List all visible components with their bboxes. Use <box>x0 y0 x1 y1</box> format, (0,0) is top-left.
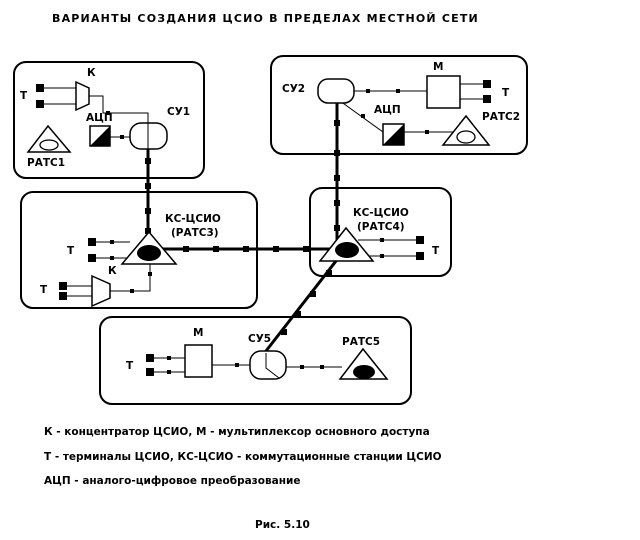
node-box-ratc4 <box>309 187 452 277</box>
multiplexer-label: М <box>193 327 203 339</box>
ratc-exchange-icon <box>39 139 59 151</box>
legend-line: К - концентратор ЦСИО, М - мультиплексор… <box>44 426 430 438</box>
node-box-ratc5 <box>99 316 412 405</box>
concentrator-label: К <box>108 265 117 277</box>
terminal-icon <box>146 354 154 376</box>
adc-fill <box>383 124 404 145</box>
terminal-label: Т <box>126 360 134 372</box>
multiplexer-label: М <box>433 61 443 73</box>
switch-unit-icon <box>249 350 287 380</box>
exchange-station-label: КС-ЦСИО <box>165 213 221 225</box>
terminal-label: Т <box>432 245 440 257</box>
switch-unit-icon <box>317 78 355 104</box>
ratc-icon <box>26 124 72 153</box>
adc-label: АЦП <box>374 104 401 116</box>
link-dots <box>106 89 429 374</box>
ratc-label: РАТС1 <box>27 157 65 169</box>
terminal-label: Т <box>40 284 48 296</box>
switch-unit-inner <box>265 353 280 379</box>
ratc-icon <box>338 347 389 380</box>
concentrator-icon <box>91 274 111 308</box>
concentrator-label: К <box>87 67 96 79</box>
terminal-label: Т <box>502 87 510 99</box>
terminal-icon <box>483 80 491 103</box>
exchange-station-sublabel: (РАТС4) <box>357 221 405 233</box>
switch-unit-label: СУ5 <box>248 333 271 345</box>
trunk-links <box>146 101 345 352</box>
exchange-station-core-icon <box>137 245 161 261</box>
terminal-icon <box>416 236 424 260</box>
terminal-icon <box>36 84 44 108</box>
ratc-label: РАТС5 <box>342 336 380 348</box>
adc-fill <box>90 126 110 146</box>
figure-caption: Рис. 5.10 <box>255 519 310 531</box>
concentrator-icon <box>75 80 90 112</box>
ratc-exchange-icon <box>353 365 375 379</box>
adc-label: АЦП <box>86 112 113 124</box>
exchange-station-label: КС-ЦСИО <box>353 207 409 219</box>
multiplexer-icon <box>184 344 213 378</box>
terminal-label: Т <box>67 245 75 257</box>
terminal-label: Т <box>20 90 28 102</box>
legend-line: Т - терминалы ЦСИО, КС-ЦСИО - коммутацио… <box>44 451 442 463</box>
switch-unit-label: СУ1 <box>167 106 190 118</box>
exchange-station-sublabel: (РАТС3) <box>171 227 219 239</box>
exchange-station-core-icon <box>335 242 359 258</box>
ratc-exchange-icon <box>456 130 476 144</box>
terminal-icon <box>59 238 96 300</box>
legend-line: АЦП - аналого-цифровое преобразование <box>44 475 300 487</box>
diagram-title: ВАРИАНТЫ СОЗДАНИЯ ЦСИО В ПРЕДЕЛАХ МЕСТНО… <box>52 12 479 25</box>
multiplexer-icon <box>426 75 461 109</box>
node-box-ratc2 <box>270 55 528 155</box>
switch-unit-label: СУ2 <box>282 83 305 95</box>
ratc-label: РАТС2 <box>482 111 520 123</box>
node-box-ratc1 <box>13 61 205 179</box>
